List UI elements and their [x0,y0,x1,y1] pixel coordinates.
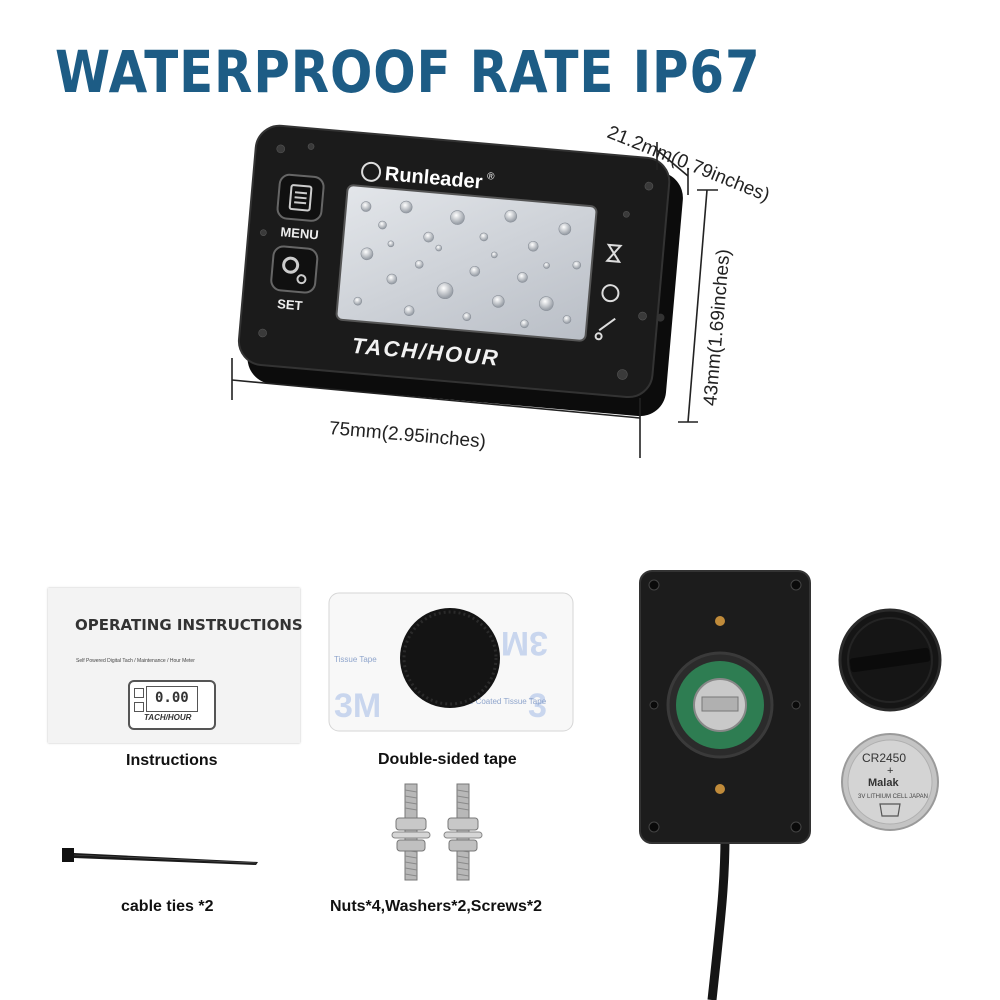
cable-ties-caption: cable ties *2 [121,898,214,915]
dimension-lines [231,142,718,458]
svg-text:3M: 3M [334,687,381,725]
battery-subtext: 3V LITHIUM CELL JAPAN [858,794,928,800]
tape-caption: Double-sided tape [378,751,517,768]
battery-model: CR2450 [862,751,906,765]
device-figure: Runleader ® MENU SET TACH/HOUR [231,124,718,458]
headline: WATERPROOF RATE IP67 [55,38,761,106]
water-droplets [353,200,582,329]
set-label: SET [277,296,304,313]
velcro-pad [400,608,500,708]
brand-mark: ® [487,171,496,183]
svg-text:3M: 3M [501,624,548,662]
rpm-icon [601,284,620,303]
instructions-heading: OPERATING INSTRUCTIONS [75,616,303,634]
hourglass-icon [605,243,623,263]
battery-cover-image [838,608,942,712]
settings-small-icon [594,332,603,341]
battery-brand: Malak [868,777,899,789]
lcd-screen [335,184,598,342]
mount-insert-bottom [715,784,725,794]
hardware-caption: Nuts*4,Washers*2,Screws*2 [330,898,542,915]
mount-insert-top [715,616,725,626]
wrench-icon [598,317,616,332]
hardware-image [391,783,483,881]
logo-icon [361,161,382,182]
instructions-subheading: Self Powered Digital Tach / Maintenance … [76,658,195,664]
cable-tie-image [62,848,258,865]
menu-label: MENU [280,224,319,242]
booklet-display-value: 0.00 [155,690,189,706]
battery-polarity: + [887,765,893,777]
booklet-model-text: TACH/HOUR [144,713,192,722]
svg-text:Tissue Tape: Tissue Tape [334,655,377,664]
recycle-bin-icon [879,803,901,817]
tape-image: 3M 3 3M Double Coated Tissue Tape Tissue… [328,592,574,732]
booklet-device-image: 0.00 TACH/HOUR [128,680,216,730]
device-back-image [639,570,811,1000]
instruction-booklet: OPERATING INSTRUCTIONS Self Powered Digi… [48,588,303,743]
coin-battery-image: CR2450 + Malak 3V LITHIUM CELL JAPAN [841,733,939,831]
gear-icon [282,256,300,274]
device-body: Runleader ® MENU SET TACH/HOUR [237,124,683,417]
screw-left [391,783,431,881]
sensor-cable [707,836,730,1000]
screw-right [443,783,483,881]
instructions-caption: Instructions [126,752,218,769]
svg-text:3: 3 [528,687,547,725]
cover-slot [849,647,931,673]
menu-icon [288,184,313,212]
svg-text:Double Coated Tissue Tape: Double Coated Tissue Tape [448,697,547,706]
